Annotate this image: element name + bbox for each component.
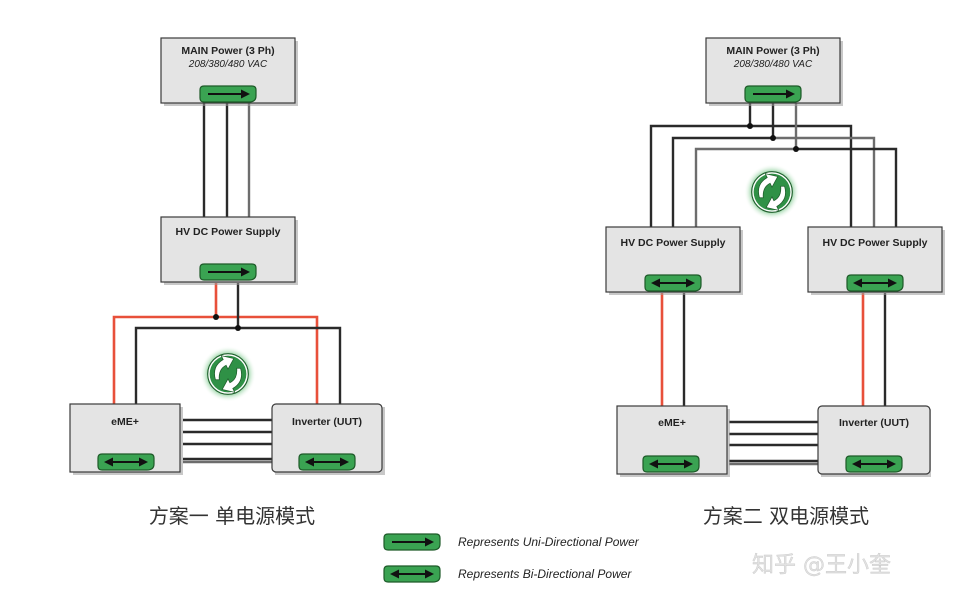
uni-directional-arrow-icon <box>199 85 257 103</box>
main-power-title: MAIN Power (3 Ph) <box>726 45 819 57</box>
hv-dc-title: HV DC Power Supply <box>620 237 725 249</box>
ac-phase-wire-3 <box>694 103 798 227</box>
eme-box: eME+ <box>69 403 183 475</box>
bi-directional-arrow-icon <box>383 565 441 583</box>
dc-positive-wire-right <box>216 315 319 404</box>
bi-directional-arrow-icon <box>97 453 155 471</box>
uni-directional-arrow-icon <box>199 263 257 281</box>
eme-title: eME+ <box>658 417 686 429</box>
eme-box: eME+ <box>616 405 730 477</box>
ac-phase-wire-1 <box>750 124 853 227</box>
inverter-title: Inverter (UUT) <box>292 416 362 428</box>
eme-title: eME+ <box>111 416 139 428</box>
hv-dc-title: HV DC Power Supply <box>175 226 280 238</box>
ac-phase-wire-3 <box>796 147 898 227</box>
bi-directional-arrow-icon <box>644 274 702 292</box>
main-power-title: MAIN Power (3 Ph) <box>181 45 274 57</box>
dc-negative-wire-right <box>238 326 342 404</box>
watermark: 知乎 @王小奎 <box>752 553 891 578</box>
hv-dc-power-supply-right-box: HV DC Power Supply <box>807 226 945 295</box>
dc-positive-wire-left <box>112 283 218 404</box>
legend-uni-label: Represents Uni-Directional Power <box>458 535 640 549</box>
main-power-box: MAIN Power (3 Ph) 208/380/480 VAC <box>705 37 843 106</box>
junction-dot <box>747 123 753 129</box>
hv-dc-power-supply-left-box: HV DC Power Supply <box>605 226 743 295</box>
uni-directional-arrow-icon <box>744 85 802 103</box>
hv-dc-power-supply-box: HV DC Power Supply <box>160 216 298 285</box>
junction-dot <box>235 325 241 331</box>
uni-directional-arrow-icon <box>383 533 441 551</box>
ac-phase-wire-1 <box>649 103 752 227</box>
legend-bi-label: Represents Bi-Directional Power <box>458 567 632 581</box>
hv-dc-title: HV DC Power Supply <box>822 237 927 249</box>
bi-directional-arrow-icon <box>642 455 700 473</box>
main-power-box: MAIN Power (3 Ph) 208/380/480 VAC <box>160 37 298 106</box>
ac-phase-wire-2 <box>671 103 775 227</box>
scheme-1: MAIN Power (3 Ph) 208/380/480 VAC HV DC … <box>69 37 385 528</box>
scheme-2-caption: 方案二 双电源模式 <box>703 504 869 528</box>
bi-directional-arrow-icon <box>845 455 903 473</box>
junction-dot <box>213 314 219 320</box>
inverter-title: Inverter (UUT) <box>839 417 909 429</box>
scheme-2: MAIN Power (3 Ph) 208/380/480 VAC HV DC … <box>605 37 945 528</box>
main-power-voltage: 208/380/480 VAC <box>188 59 268 70</box>
bi-directional-arrow-icon <box>298 453 356 471</box>
energy-recycle-icon <box>199 345 257 403</box>
inverter-uut-box: Inverter (UUT) <box>817 405 931 477</box>
dc-negative-wire-left <box>134 283 240 404</box>
energy-recycle-icon <box>743 163 801 221</box>
scheme-1-caption: 方案一 单电源模式 <box>149 504 315 528</box>
legend: Represents Uni-Directional Power Represe… <box>383 533 640 583</box>
inverter-uut-box: Inverter (UUT) <box>271 403 385 475</box>
ac-phase-wire-2 <box>773 136 876 227</box>
bi-directional-arrow-icon <box>846 274 904 292</box>
main-power-voltage: 208/380/480 VAC <box>733 59 813 70</box>
junction-dot <box>793 146 799 152</box>
junction-dot <box>770 135 776 141</box>
